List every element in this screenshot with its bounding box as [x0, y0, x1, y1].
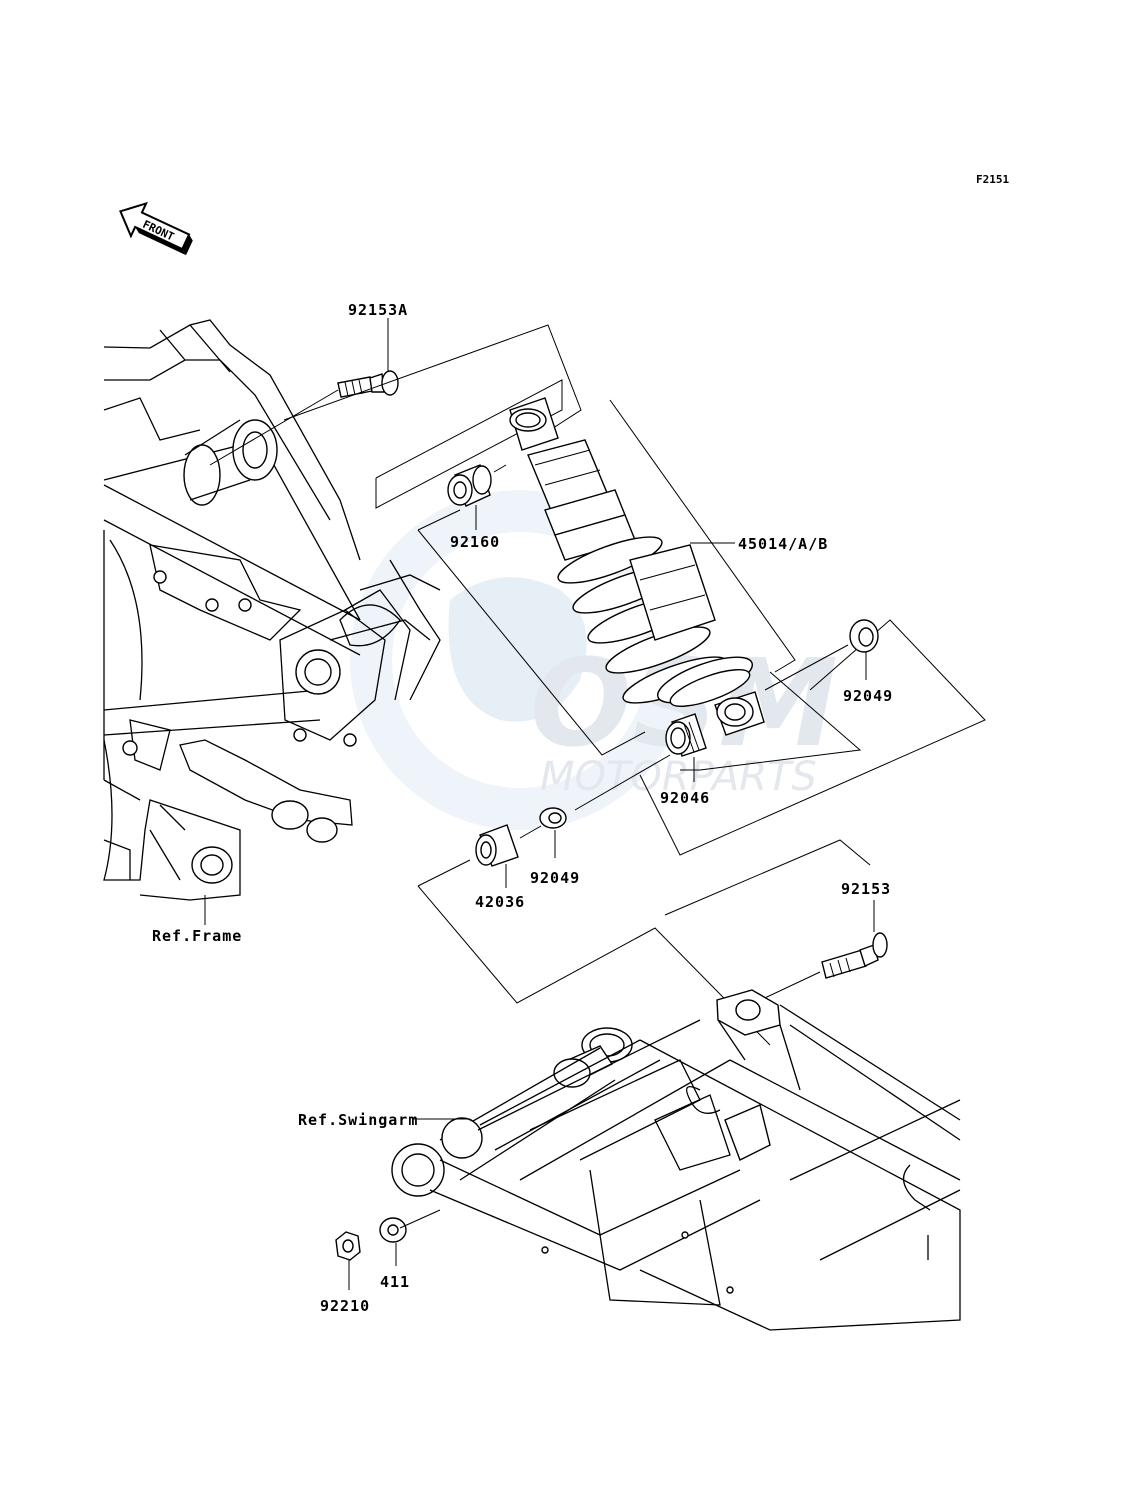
needle-bearing-92046 [665, 713, 707, 757]
label-42036: 42036 [475, 893, 525, 911]
bushing-92160 [447, 464, 492, 507]
diagram-code: F2151 [976, 173, 1009, 186]
ref-frame-label: Ref.Frame [152, 927, 242, 945]
nut-92210 [335, 1231, 361, 1261]
label-92160: 92160 [450, 533, 500, 551]
bracket-upper-outer [283, 324, 582, 431]
shock-absorber [509, 397, 765, 736]
frame-assembly [103, 319, 441, 901]
bracket-shock-right [609, 399, 796, 673]
bracket-bolt-92153 [664, 839, 871, 916]
bolt-92153A [337, 370, 399, 398]
label-92049-right: 92049 [843, 687, 893, 705]
washer-92049-mid [539, 807, 567, 829]
label-92046: 92046 [660, 789, 710, 807]
washer-411 [379, 1217, 407, 1243]
bracket-lower-outer [417, 859, 771, 1046]
washer-92049-right [849, 619, 879, 653]
bolt-92153 [821, 932, 888, 979]
bracket-upper-inner [375, 379, 563, 509]
collar-42036 [475, 824, 519, 867]
bracket-lower-inner [680, 671, 862, 771]
label-92153: 92153 [841, 880, 891, 898]
label-92153A: 92153A [348, 301, 408, 319]
label-45014: 45014/A/B [738, 535, 828, 553]
swingarm-assembly [391, 989, 961, 1331]
label-411: 411 [380, 1273, 410, 1291]
front-arrow-icon: FRONT [119, 201, 193, 256]
label-92210: 92210 [320, 1297, 370, 1315]
bracket-lower-left [417, 509, 646, 756]
label-92049-mid: 92049 [530, 869, 580, 887]
ref-swingarm-label: Ref.Swingarm [298, 1111, 418, 1129]
bolt-axis-line [209, 389, 339, 466]
